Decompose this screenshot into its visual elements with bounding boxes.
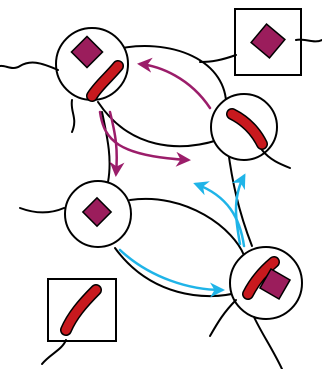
- cell-tail: [20, 208, 64, 213]
- lower-loop: [115, 199, 245, 296]
- arrow-icon: [110, 112, 117, 174]
- arrow-icon: [140, 64, 210, 108]
- framed-box-top-right: [200, 9, 322, 75]
- cell-tail: [254, 317, 282, 369]
- circle-cell-bottom-right: [210, 247, 302, 369]
- circle-cell-bottom-left: [20, 181, 131, 247]
- framed-box-bottom-left: [42, 279, 116, 364]
- cell-tail: [72, 100, 75, 132]
- cell-tail: [0, 63, 58, 70]
- cell-tail: [210, 300, 236, 336]
- cell-tail: [42, 340, 66, 364]
- circle-cell-top-right: [211, 94, 290, 168]
- cell-tail: [200, 55, 236, 62]
